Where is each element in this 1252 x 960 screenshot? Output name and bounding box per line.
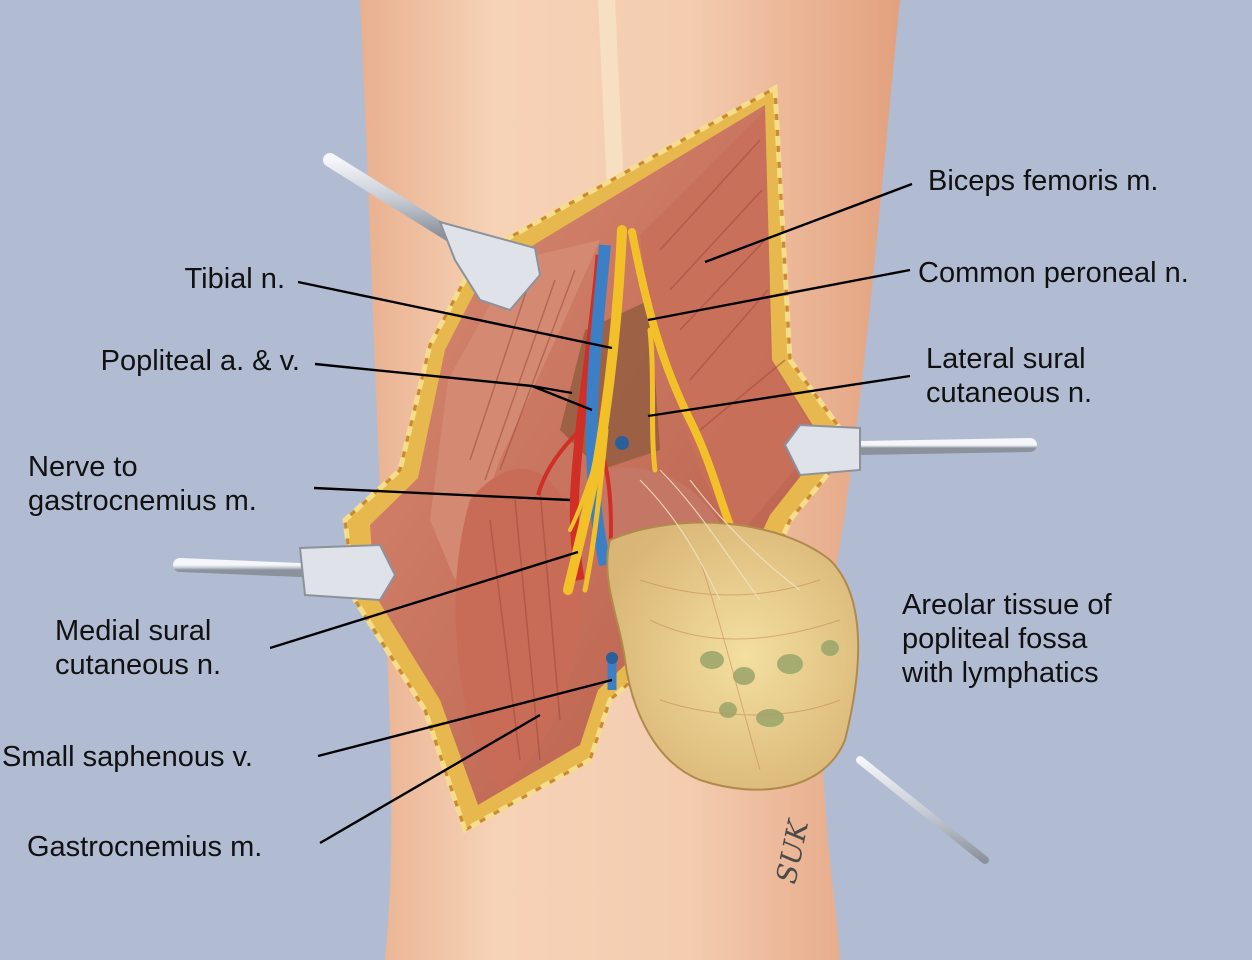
label-biceps-femoris: Biceps femoris m. (928, 165, 1159, 197)
label-line-2: cutaneous n. (926, 377, 1093, 409)
label-common-peroneal-nerve: Common peroneal n. (918, 257, 1189, 289)
popliteal-vein (585, 244, 611, 567)
label-line-3: with lymphatics (902, 657, 1099, 689)
lateral-sural-cutaneous-nerve (647, 327, 658, 473)
label-tibial-nerve: Tibial n. (184, 263, 285, 295)
label-popliteal-artery-vein: Popliteal a. & v. (100, 345, 300, 377)
common-peroneal-nerve (628, 228, 734, 529)
areolar-tissue (606, 521, 860, 791)
label-areolar-tissue: Areolar tissue of popliteal fossa with l… (902, 588, 1112, 690)
label-small-saphenous-vein: Small saphenous v. (2, 741, 253, 773)
retractors (173, 153, 1037, 864)
nerve-to-gastrocnemius (568, 448, 602, 532)
label-nerve-to-gastrocnemius: Nerve to gastrocnemius m. (28, 450, 257, 518)
label-line-1: Areolar tissue of (902, 589, 1112, 621)
label-line-2: gastrocnemius m. (28, 485, 257, 517)
label-line-1: Lateral sural (926, 343, 1086, 375)
medial-sural-cutaneous-nerve (582, 427, 609, 593)
gastrocnemius-muscle (455, 468, 582, 790)
label-lateral-sural-cutaneous: Lateral sural cutaneous n. (926, 342, 1092, 410)
label-medial-sural-cutaneous: Medial sural cutaneous n. (55, 614, 221, 682)
label-line-1: Nerve to (28, 451, 138, 483)
label-gastrocnemius: Gastrocnemius m. (27, 831, 263, 863)
label-line-2: cutaneous n. (55, 649, 222, 681)
biceps-femoris-muscle (640, 110, 820, 540)
label-line-2: popliteal fossa (902, 623, 1088, 655)
label-line-1: Medial sural (55, 615, 212, 647)
nerves (563, 225, 734, 595)
